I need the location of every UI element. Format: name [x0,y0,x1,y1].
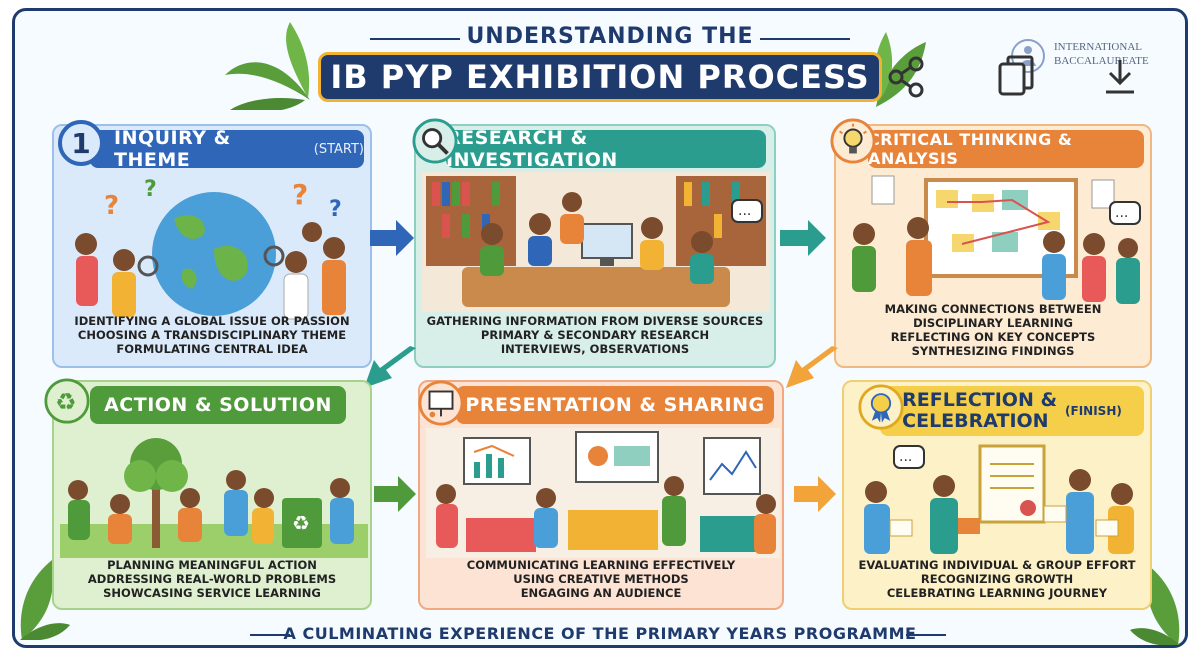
stage-header-critical-thinking: CRITICAL THINKING & ANALYSIS [868,130,1144,168]
presentation-board-icon [418,380,464,426]
stage-tag-finish: (FINISH) [1065,404,1122,418]
stage-title-research: RESEARCH & INVESTIGATION [446,127,618,171]
svg-text:♻: ♻ [292,511,310,535]
stage-description-action: PLANNING MEANINGFUL ACTION ADDRESSING RE… [87,558,337,600]
stage-title-reflection: REFLECTION & CELEBRATION [902,389,1058,432]
stage-description-critical-thinking: MAKING CONNECTIONS BETWEEN DISCIPLINARY … [884,302,1102,358]
download-icon[interactable] [1100,56,1140,96]
stage-card-inquiry: INQUIRY & THEME (START) ? ? ? ? IDENTIFY… [52,124,372,368]
arrow-right-icon [370,220,414,256]
stage-header-reflection: REFLECTION & CELEBRATION (FINISH) [880,386,1144,436]
stage-card-critical-thinking: CRITICAL THINKING & ANALYSIS ... MAKING … [834,124,1152,368]
svg-text:?: ? [104,191,119,221]
svg-text:...: ... [738,203,751,219]
award-medal-icon [858,384,904,430]
stage-card-action: ACTION & SOLUTION ♻ PLANNING MEANINGFUL … [52,380,372,610]
lightbulb-icon [830,118,876,164]
stage-description-research: GATHERING INFORMATION FROM DIVERSE SOURC… [426,314,764,356]
svg-text:?: ? [144,177,157,202]
title-top: UNDERSTANDING THE [466,24,754,49]
stage-title-critical-thinking: CRITICAL THINKING & ANALYSIS [868,130,1073,168]
arrow-right-icon [780,220,826,256]
share-icon[interactable] [884,54,930,100]
stage-card-reflection: REFLECTION & CELEBRATION (FINISH) ... EV… [842,380,1152,610]
stage-header-research: RESEARCH & INVESTIGATION [446,127,766,171]
svg-text:♻: ♻ [55,388,76,416]
leaf-decoration-left-icon [225,22,310,110]
copy-icon[interactable] [996,54,1036,98]
stage-title-action: ACTION & SOLUTION [104,394,332,416]
stage-card-research: RESEARCH & INVESTIGATION ... GATHERING I… [414,124,776,368]
arrow-right-icon [374,476,416,512]
title-line-left [370,38,460,40]
stage-description-presentation: COMMUNICATING LEARNING EFFECTIVELY USING… [466,558,736,600]
arrow-down-left-icon [786,346,838,388]
stage-description-reflection: EVALUATING INDIVIDUAL & GROUP EFFORT REC… [858,558,1136,600]
celebration-illustration-icon: ... [864,444,1134,554]
ib-logo-text: INTERNATIONAL BACCALAUREATE [1054,41,1149,67]
footer-line-left [250,634,290,636]
stage-title-inquiry: INQUIRY & THEME [114,127,231,171]
arrow-right-icon [794,476,836,512]
stage-description-inquiry: IDENTIFYING A GLOBAL ISSUE OR PASSION CH… [74,314,350,356]
svg-text:...: ... [899,449,912,465]
title-line-right [760,38,850,40]
leaf-decoration-bottom-left-icon [20,560,70,640]
stage-title-presentation: PRESENTATION & SHARING [465,394,765,416]
stage-header-action: ACTION & SOLUTION [90,386,346,424]
svg-text:...: ... [1115,205,1128,221]
title-banner: IB PYP EXHIBITION PROCESS [318,52,882,102]
exhibition-illustration-icon [426,428,780,558]
recycle-icon: ♻ [44,378,90,424]
tree-planting-illustration-icon: ♻ [60,438,368,558]
svg-text:?: ? [292,178,308,211]
stage-header-inquiry: INQUIRY & THEME (START) [90,127,364,171]
stage-tag-start: (START) [313,141,364,157]
analysis-board-illustration-icon: ... [852,175,1141,304]
stage-card-presentation: PRESENTATION & SHARING COMMUNICATING LEA… [418,380,784,610]
stage-header-presentation: PRESENTATION & SHARING [456,386,774,424]
page-title: IB PYP EXHIBITION PROCESS [330,58,870,96]
globe-illustration-icon: ? ? ? ? [75,177,346,320]
leaf-decoration-bottom-right-icon [1130,565,1180,645]
arrow-down-left-icon [364,346,416,388]
library-illustration-icon: ... [422,172,770,312]
magnifier-icon [412,118,458,164]
svg-text:?: ? [329,197,342,222]
footer-caption: A CULMINATING EXPERIENCE OF THE PRIMARY … [283,624,917,643]
stage-number-badge: 1 [58,120,104,166]
footer-line-right [906,634,946,636]
